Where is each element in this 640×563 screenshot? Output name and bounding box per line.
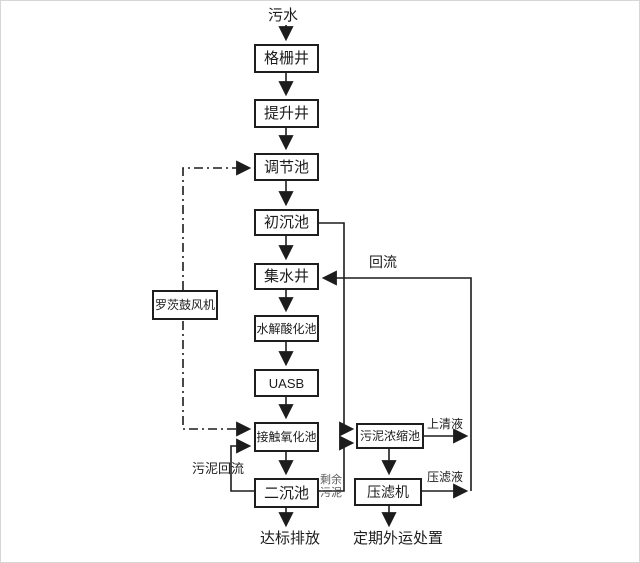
label-excess-sludge-line2: 污泥: [320, 486, 342, 499]
edge-reflux-to-collection: [321, 270, 472, 491]
node-roots-blower: 罗茨鼓风机: [152, 290, 218, 320]
label-sludge-return: 污泥回流: [192, 461, 245, 476]
label-excess-sludge: 剩余 污泥: [320, 474, 342, 499]
node-uasb: UASB: [254, 369, 319, 397]
node-secondary-sedimentation-tank: 二沉池: [254, 478, 319, 508]
edge-secondary-to-thickener: [318, 435, 355, 492]
label-filtrate: 压滤液: [427, 470, 464, 484]
label-disposal: 定期外运处置: [353, 530, 444, 547]
label-excess-sludge-line1: 剩余: [320, 474, 342, 486]
node-primary-sedimentation-tank: 初沉池: [254, 209, 319, 236]
label-reflux: 回流: [369, 254, 397, 270]
node-grid-well: 格栅井: [254, 44, 319, 73]
edge-blower-to-regulation: [182, 160, 252, 290]
label-supernatant: 上清液: [427, 417, 464, 431]
node-lift-well: 提升井: [254, 99, 319, 128]
edge-primary-to-thickener: [319, 222, 355, 437]
node-regulation-tank: 调节池: [254, 153, 319, 181]
edge-blower-to-contact: [182, 321, 252, 437]
label-influent: 污水: [268, 7, 299, 24]
node-filter-press: 压滤机: [354, 478, 422, 506]
edge-sludge-return-loop: [230, 438, 254, 492]
node-contact-oxidation-tank: 接触氧化池: [254, 422, 319, 452]
node-sludge-thickening-tank: 污泥浓缩池: [356, 423, 424, 449]
node-hydrolysis-acidification-tank: 水解酸化池: [254, 315, 319, 342]
label-discharge: 达标排放: [260, 530, 321, 547]
node-collection-well: 集水井: [254, 263, 319, 290]
